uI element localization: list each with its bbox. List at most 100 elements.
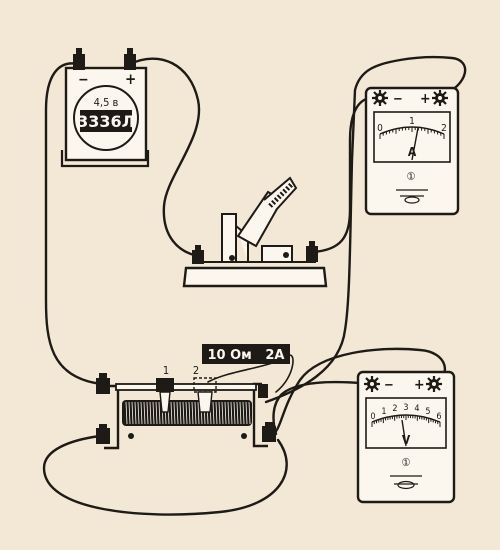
coil-winding: [236, 401, 239, 425]
coil-winding: [227, 401, 230, 425]
voltmeter-tick-label-1: 1: [381, 407, 386, 417]
coil-winding: [212, 401, 215, 425]
rheostat-terminal-top-left[interactable]: [96, 373, 110, 394]
voltmeter-plus-sign: +: [414, 377, 425, 393]
coil-winding: [182, 401, 185, 425]
coil-winding: [242, 401, 245, 425]
switch-terminal-right[interactable]: [306, 241, 318, 262]
ammeter-tick-label-0: 0: [377, 123, 383, 134]
ammeter-unit-mark: ①: [407, 170, 416, 183]
ammeter: − + 0 1 2 A ①: [364, 86, 460, 216]
coil-winding: [149, 401, 152, 425]
voltmeter-unit-mark: ①: [402, 456, 411, 469]
switch-terminal-left[interactable]: [192, 245, 204, 264]
slider-rod: [115, 383, 257, 391]
switch-base: [182, 266, 328, 288]
switch-contact-clip: [261, 245, 293, 263]
rheostat-terminal-bottom-right[interactable]: [262, 422, 276, 442]
ammeter-ticks: [379, 127, 445, 139]
coil-winding: [194, 401, 197, 425]
coil-winding: [245, 401, 248, 425]
ammeter-tick-label-2: 2: [441, 123, 447, 134]
battery-model-plate: [80, 110, 132, 132]
battery: − + 4,5 в 3336Л: [60, 48, 150, 168]
coil-winding: [218, 401, 221, 425]
knife-switch: [182, 176, 328, 288]
battery-voltage: 4,5 в: [94, 96, 119, 109]
coil-winding: [134, 401, 137, 425]
rheostat-frame-left: [104, 384, 120, 450]
wire-rheostat-loop: [42, 434, 288, 516]
coil-winding: [158, 401, 161, 425]
wire-voltmeter-rheostat-a: [272, 380, 374, 436]
coil-winding: [179, 401, 182, 425]
ammeter-needle: [411, 127, 419, 161]
coil-winding: [230, 401, 233, 425]
ammeter-terminal-negative[interactable]: [372, 90, 388, 106]
rheostat-rating-plate: [202, 344, 290, 364]
coil-winding: [128, 401, 131, 425]
ammeter-minus-sign: −: [393, 92, 403, 107]
ammeter-scale-window: [373, 111, 451, 163]
coil-winding: [131, 401, 134, 425]
voltmeter-tick-label-6: 6: [436, 412, 441, 422]
coil-winding: [215, 401, 218, 425]
coil-winding: [125, 401, 128, 425]
rheostat-rating: 10 Ом 2A: [208, 348, 285, 363]
wire-ammeter-rheostat: [264, 55, 467, 404]
voltmeter-tick-labels: 0 1 2 3 4 5 6: [370, 403, 441, 422]
coil-winding: [155, 401, 158, 425]
slider-2[interactable]: [193, 377, 217, 413]
ammeter-terminal-positive[interactable]: [432, 90, 448, 106]
battery-model: 3336Л: [77, 112, 135, 131]
wires: [42, 55, 467, 516]
voltmeter-tick-label-5: 5: [425, 407, 430, 417]
voltmeter: − + 0 1 2 3 4 5 6 V ①: [356, 370, 456, 504]
voltmeter-terminal-negative[interactable]: [364, 376, 380, 392]
rheostat-terminal-bottom-left[interactable]: [96, 424, 110, 444]
ammeter-zero-adjust[interactable]: [404, 196, 420, 204]
coil-winding: [239, 401, 242, 425]
coil-winding: [185, 401, 188, 425]
coil-winding: [146, 401, 149, 425]
battery-terminal-negative[interactable]: [73, 48, 85, 70]
coil-winding: [233, 401, 236, 425]
voltmeter-scale-window: [365, 397, 447, 449]
coil-winding: [152, 401, 155, 425]
battery-plus-sign: +: [125, 70, 136, 88]
voltmeter-tick-label-2: 2: [392, 404, 397, 414]
switch-handle[interactable]: [236, 176, 298, 248]
battery-minus-sign: −: [78, 72, 89, 88]
voltmeter-minus-sign: −: [384, 378, 394, 393]
coil-winding: [221, 401, 224, 425]
coil-winding: [191, 401, 194, 425]
coil-winding: [248, 401, 251, 425]
coil-winding: [140, 401, 143, 425]
coil-winding: [143, 401, 146, 425]
coil-winding: [170, 401, 173, 425]
battery-terminal-positive[interactable]: [124, 48, 136, 70]
ammeter-plus-sign: +: [420, 91, 431, 107]
voltmeter-needle: [401, 419, 407, 447]
ammeter-base-marks: [396, 189, 428, 197]
slider-1-label: 1: [163, 364, 169, 377]
slider-2-label: 2: [193, 364, 199, 377]
voltmeter-tick-label-3: 3: [403, 403, 408, 413]
rheostat: 10 Ом 2A 1 2: [96, 344, 290, 450]
voltmeter-symbol: V: [402, 433, 411, 447]
coil-winding: [173, 401, 176, 425]
voltmeter-zero-adjust[interactable]: [397, 480, 415, 490]
wire-battery-switch: [128, 57, 201, 258]
voltmeter-ticks: [371, 415, 441, 427]
wire-battery-rheostat: [44, 62, 104, 386]
coil-windings: [125, 401, 251, 425]
ammeter-tick-label-1: 1: [409, 116, 415, 127]
rheostat-terminal-top-right[interactable]: [258, 384, 268, 398]
slider-1[interactable]: [156, 378, 174, 413]
voltmeter-tick-label-0: 0: [370, 412, 375, 422]
voltmeter-terminal-positive[interactable]: [426, 376, 442, 392]
wire-voltmeter-rheostat-b: [268, 347, 446, 438]
ammeter-symbol: A: [408, 145, 417, 159]
coil-winding: [197, 401, 200, 425]
